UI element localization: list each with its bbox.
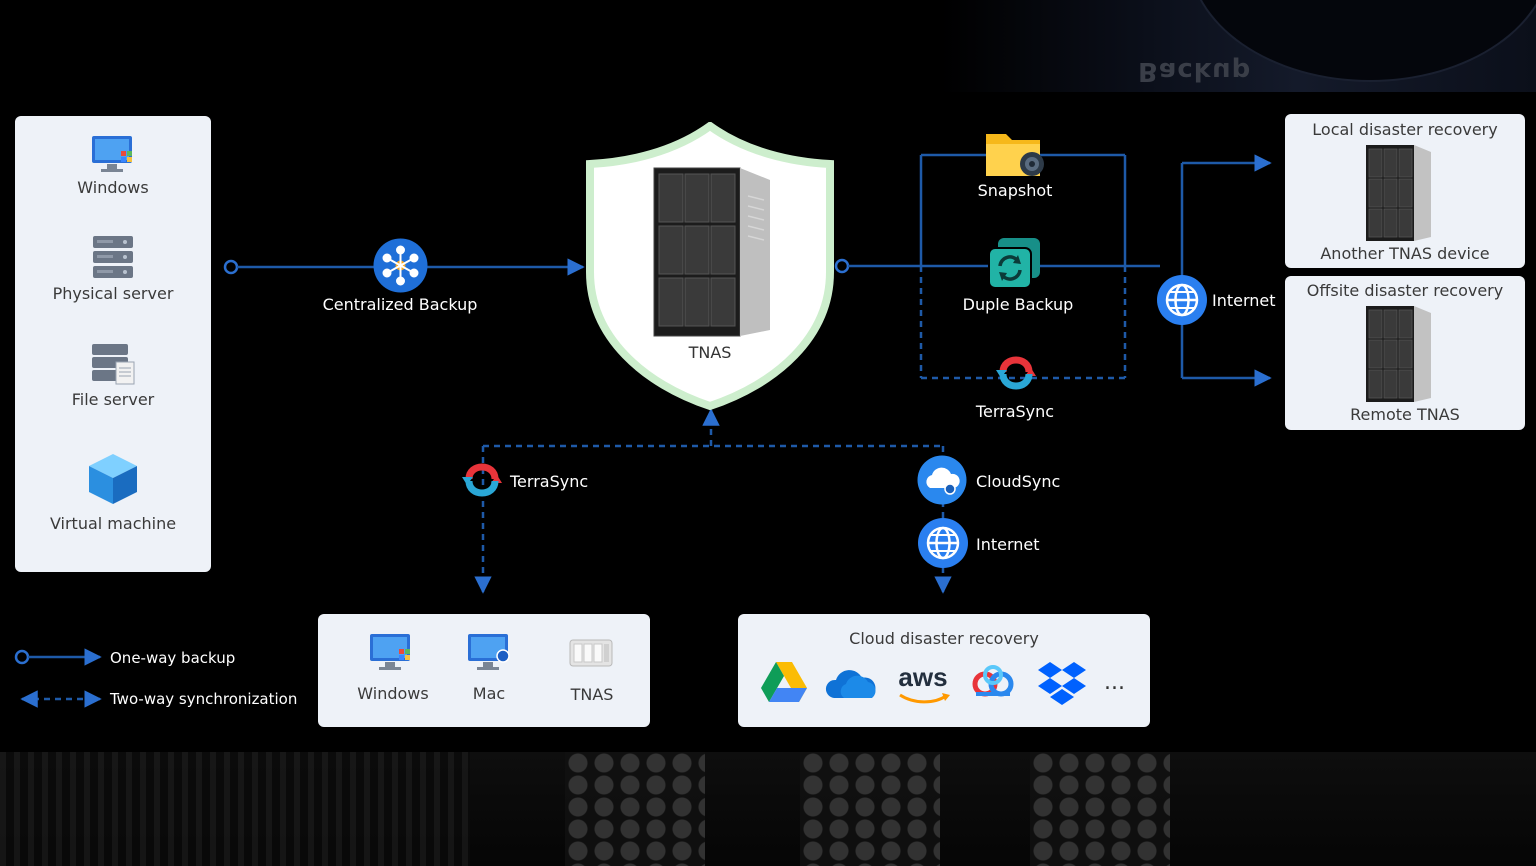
backdrop-drive-bay <box>565 752 705 866</box>
internet-right-label: Internet <box>1212 291 1276 310</box>
cloud-icon <box>917 455 967 505</box>
offsite-dr-device: Remote TNAS <box>1350 405 1460 424</box>
local-dr-title: Local disaster recovery <box>1312 120 1498 139</box>
source-label: Windows <box>77 178 149 197</box>
sync-target-label: Mac <box>472 684 506 703</box>
sync-target-label: Windows <box>357 684 429 703</box>
baidu-cloud-icon <box>972 665 1014 697</box>
aws-logo: aws <box>898 662 948 692</box>
hub-icon <box>373 238 428 293</box>
source-virtual-machine: Virtual machine <box>15 452 211 533</box>
centralized-backup-label: Centralized Backup <box>322 295 478 314</box>
tnas-label: TNAS <box>688 343 732 362</box>
snapshot-label: Snapshot <box>977 181 1053 200</box>
onedrive-icon <box>825 670 876 698</box>
cloudsync-label: CloudSync <box>976 472 1061 491</box>
file-server-icon <box>92 344 135 385</box>
cloud-dr-title: Cloud disaster recovery <box>849 629 1039 648</box>
backdrop-drive-bay <box>800 752 940 866</box>
source-windows: Windows <box>15 134 211 197</box>
sync-targets-panel: Windows Mac TNAS <box>318 614 650 727</box>
footer-backdrop <box>0 752 1536 866</box>
globe-icon <box>918 518 968 568</box>
server-icon <box>93 236 133 278</box>
local-disaster-recovery-panel: Local disaster recovery Another TNAS dev… <box>1285 114 1525 268</box>
more-providers: ... <box>1104 670 1125 695</box>
globe-icon <box>1157 275 1207 325</box>
terrasync-icon <box>996 356 1036 390</box>
internet-bottom-label: Internet <box>976 535 1040 554</box>
backdrop-vents <box>0 752 470 866</box>
google-drive-icon <box>761 662 807 702</box>
windows-monitor-icon <box>370 634 410 670</box>
legend-one-way: One-way backup <box>110 649 236 667</box>
source-label: Physical server <box>52 284 174 303</box>
nas-tower-icon <box>1366 306 1431 402</box>
source-physical-server: Physical server <box>15 234 211 303</box>
backdrop-drive-bay <box>1030 752 1170 866</box>
header-backdrop: Backup <box>940 0 1536 92</box>
aws-smile-icon <box>899 693 950 704</box>
terrasync-icon <box>462 463 502 497</box>
source-label: Virtual machine <box>49 514 177 533</box>
cloud-disaster-recovery-panel: Cloud disaster recovery aws ... <box>738 614 1150 727</box>
backup-sources-panel: Windows Physical server File server Virt… <box>15 116 211 572</box>
dropbox-icon <box>1038 662 1086 705</box>
nas-tower-icon <box>1366 145 1431 241</box>
legend-two-way: Two-way synchronization <box>110 690 298 708</box>
duple-backup-label: Duple Backup <box>962 295 1074 314</box>
cube-icon <box>89 454 137 504</box>
offsite-disaster-recovery-panel: Offsite disaster recovery Remote TNAS <box>1285 276 1525 430</box>
tnas-small-icon <box>569 639 613 667</box>
source-label: File server <box>71 390 155 409</box>
terrasync-right-label: TerraSync <box>975 402 1055 421</box>
offsite-dr-title: Offsite disaster recovery <box>1306 281 1504 300</box>
folder-camera-icon <box>986 134 1044 176</box>
terrasync-bottom-label: TerraSync <box>510 472 589 491</box>
windows-monitor-icon <box>92 136 132 172</box>
nas-tower-icon <box>653 167 770 337</box>
source-file-server: File server <box>15 342 211 409</box>
mac-monitor-icon <box>468 634 510 670</box>
sync-target-label: TNAS <box>570 685 614 704</box>
local-dr-device: Another TNAS device <box>1320 244 1490 263</box>
duple-backup-icon <box>988 238 1040 289</box>
